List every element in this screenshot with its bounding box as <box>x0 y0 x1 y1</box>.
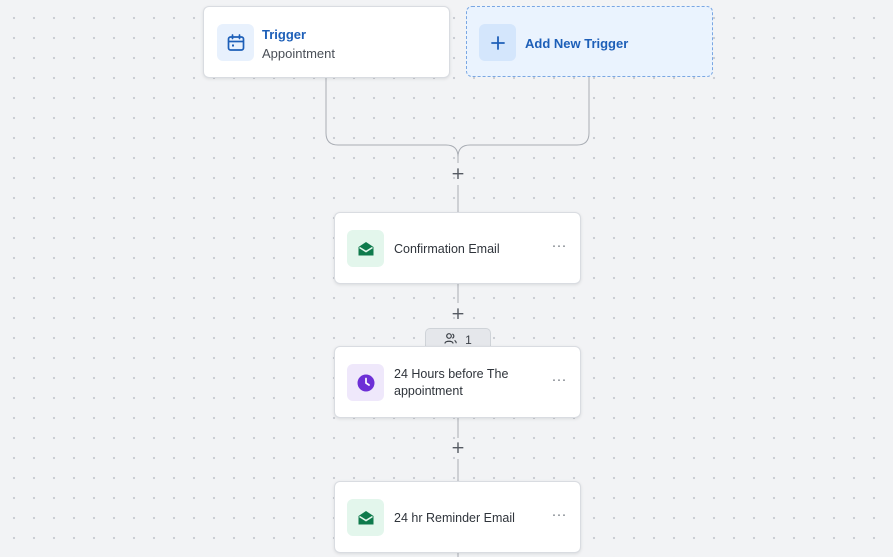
clock-icon <box>347 364 384 401</box>
step-label: 24 hr Reminder Email <box>394 511 515 525</box>
more-options-button[interactable]: ··· <box>551 237 567 254</box>
add-new-trigger-button[interactable]: Add New Trigger <box>466 6 713 77</box>
trigger-title: Trigger <box>262 27 307 42</box>
step-card-confirmation-email[interactable]: Confirmation Email ··· <box>334 212 581 284</box>
add-step-button[interactable]: + <box>450 438 466 458</box>
step-card-wait-24-hours[interactable]: 24 Hours before The appointment ··· <box>334 346 581 418</box>
add-new-trigger-label: Add New Trigger <box>525 36 629 51</box>
more-options-button[interactable]: ··· <box>551 371 567 388</box>
envelope-icon <box>347 230 384 267</box>
more-options-button[interactable]: ··· <box>551 506 567 523</box>
add-step-button[interactable]: + <box>450 164 466 184</box>
users-icon <box>444 332 457 348</box>
step-contacts-badge[interactable]: 1 <box>425 328 491 350</box>
step-label: 24 Hours before The appointment <box>394 367 509 398</box>
step-card-reminder-email[interactable]: 24 hr Reminder Email ··· <box>334 481 581 553</box>
trigger-card-appointment[interactable]: Trigger Appointment <box>203 6 450 78</box>
step-label: Confirmation Email <box>394 242 500 256</box>
calendar-icon <box>217 24 254 61</box>
add-step-button[interactable]: + <box>450 304 466 324</box>
contacts-count: 1 <box>465 332 472 347</box>
trigger-subtitle: Appointment <box>262 46 335 61</box>
envelope-icon <box>347 499 384 536</box>
plus-icon <box>479 24 516 61</box>
